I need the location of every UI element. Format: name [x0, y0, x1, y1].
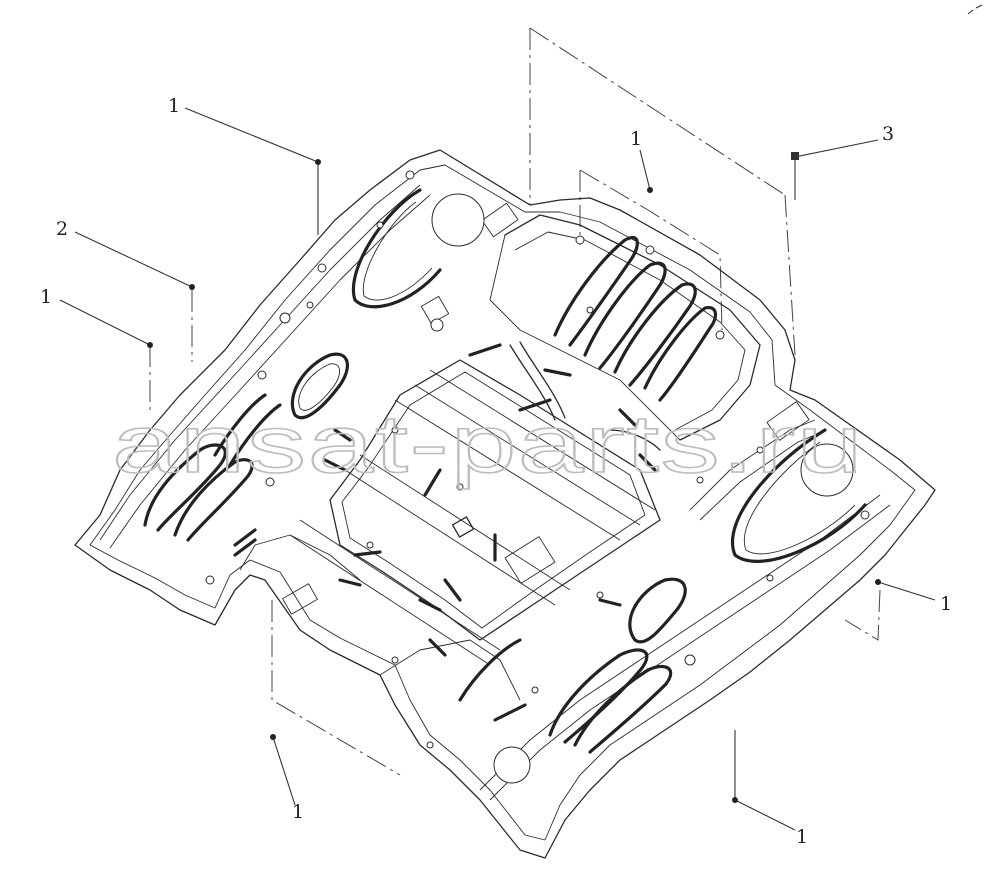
brackets	[282, 202, 810, 615]
callout-label: 1	[40, 286, 52, 308]
callout-label: 2	[56, 218, 68, 240]
callout-label: 1	[168, 95, 180, 117]
callout-label: 1	[940, 593, 952, 615]
phantom-lines	[149, 27, 881, 776]
leader-lines	[59, 107, 936, 831]
mounting-holes	[205, 170, 870, 784]
stiffening-beads	[143, 188, 867, 754]
callout-label: 3	[882, 123, 894, 145]
callout-labels: 1 2 1 1 3 1 1 1	[40, 95, 952, 848]
callout-label: 1	[630, 128, 642, 150]
corner-mark	[967, 4, 983, 15]
watermark: ansat-parts.ru	[112, 399, 864, 490]
callout-label: 1	[796, 826, 808, 848]
floor-panel-outline	[74, 149, 936, 859]
callout-label: 1	[292, 801, 304, 823]
